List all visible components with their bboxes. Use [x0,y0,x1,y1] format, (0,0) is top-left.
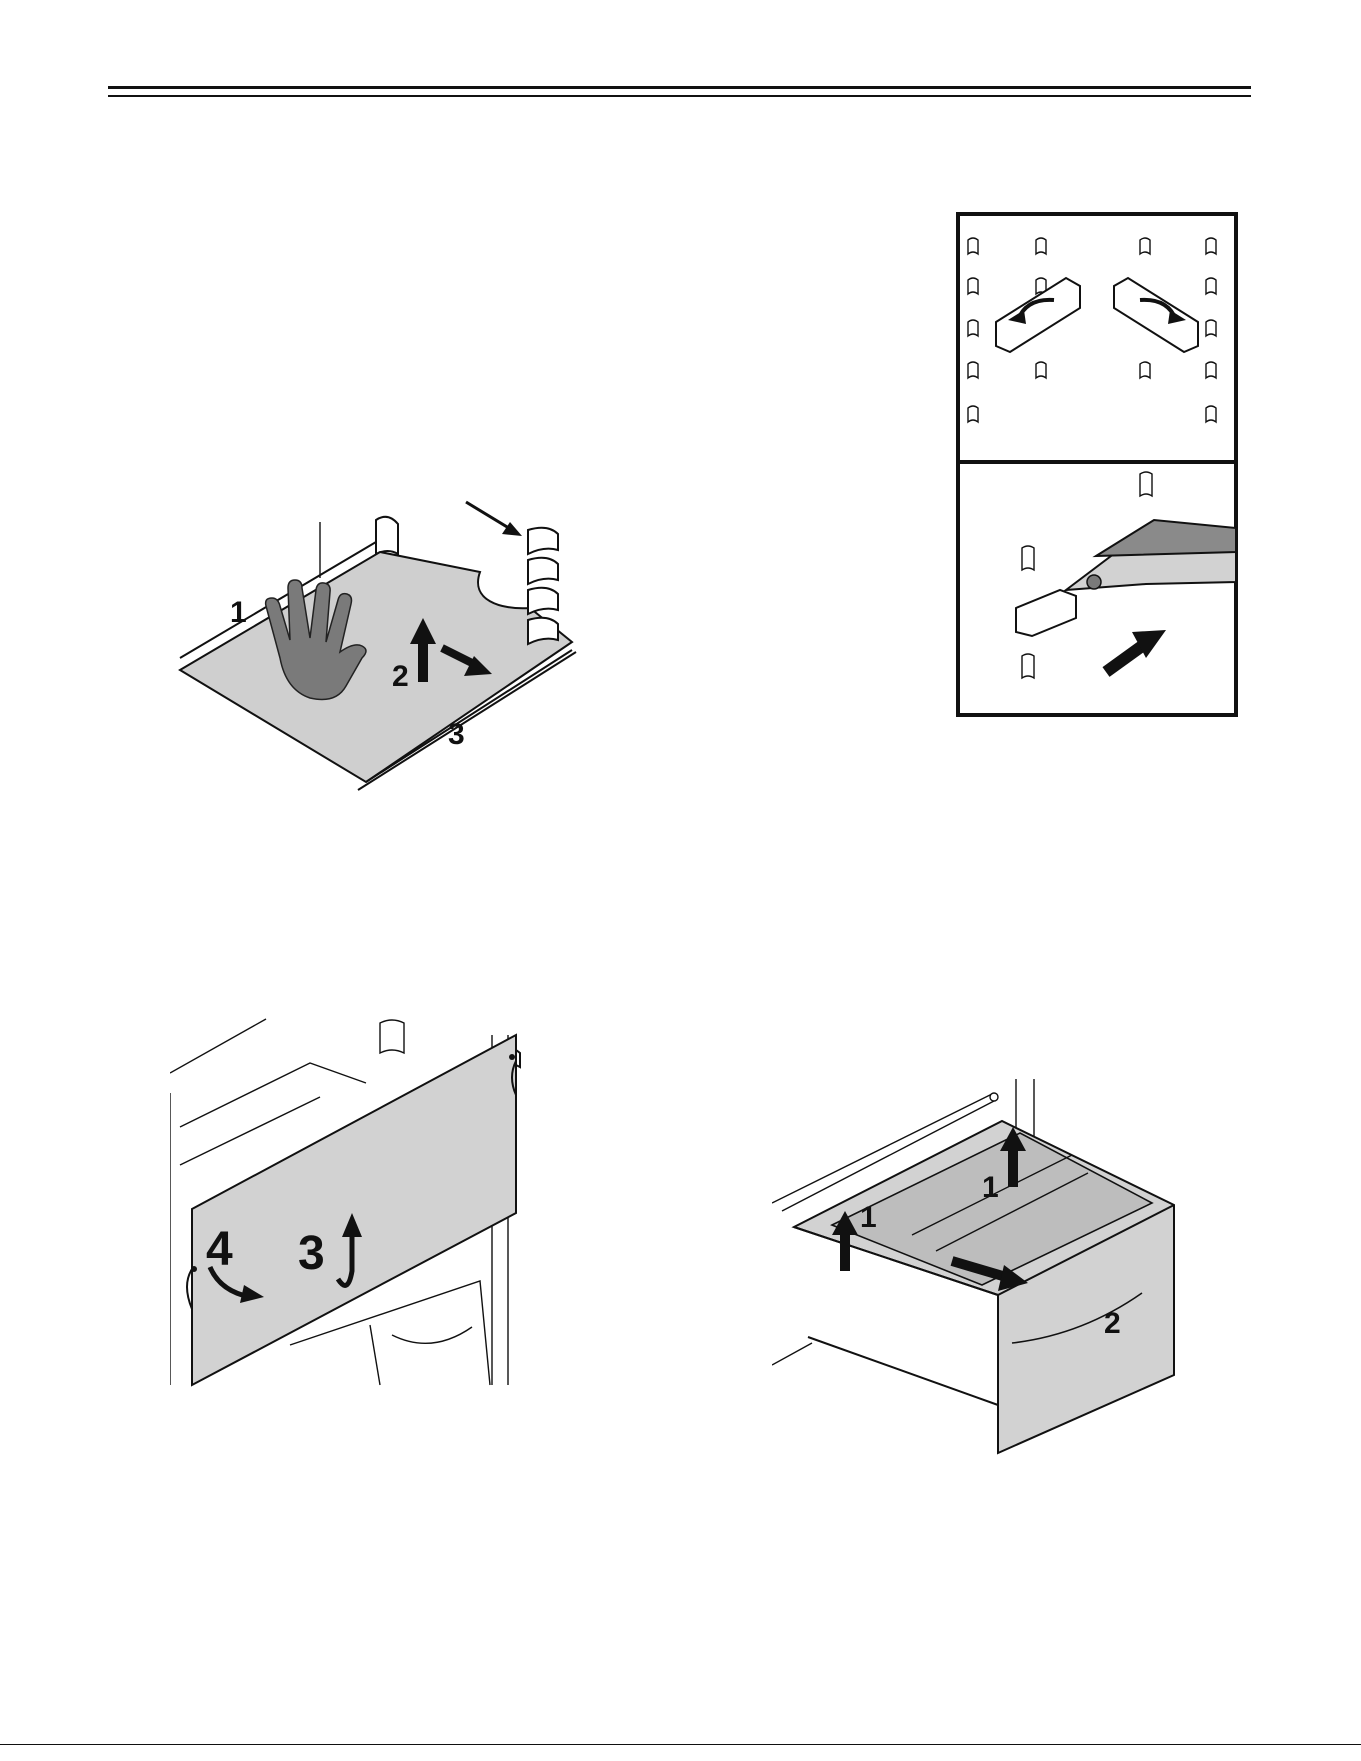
step-label-3: 3 [448,718,465,751]
shelf-supports-figure [956,212,1238,717]
crisper-drawer-illustration: 1 1 2 [772,1075,1182,1455]
cover-panel-figure: 4 3 [170,1015,595,1395]
shelf-support-tabs [528,528,558,644]
step-label-2: 2 [1104,1307,1121,1340]
cover-panel [192,1035,516,1385]
crisper-drawer-figure: 1 1 2 [772,1075,1182,1455]
shelf-removal-illustration: 1 2 3 [170,490,590,800]
step-label-1-right: 1 [982,1171,999,1204]
shelf-removal-figure: 1 2 3 [170,490,590,800]
step-label-4: 4 [206,1223,233,1276]
step-label-1-left: 1 [860,1201,877,1234]
pointer-arrow-icon [466,502,522,536]
step-label-3: 3 [298,1227,325,1280]
header-rule-bottom [108,95,1251,97]
header-rule-top [108,86,1251,89]
step-label-1: 1 [230,596,247,629]
step-label-2: 2 [392,660,409,693]
footer-rule [0,1744,1361,1745]
shelf-supports-illustration [956,212,1238,717]
cover-panel-illustration: 4 3 [170,1015,595,1395]
